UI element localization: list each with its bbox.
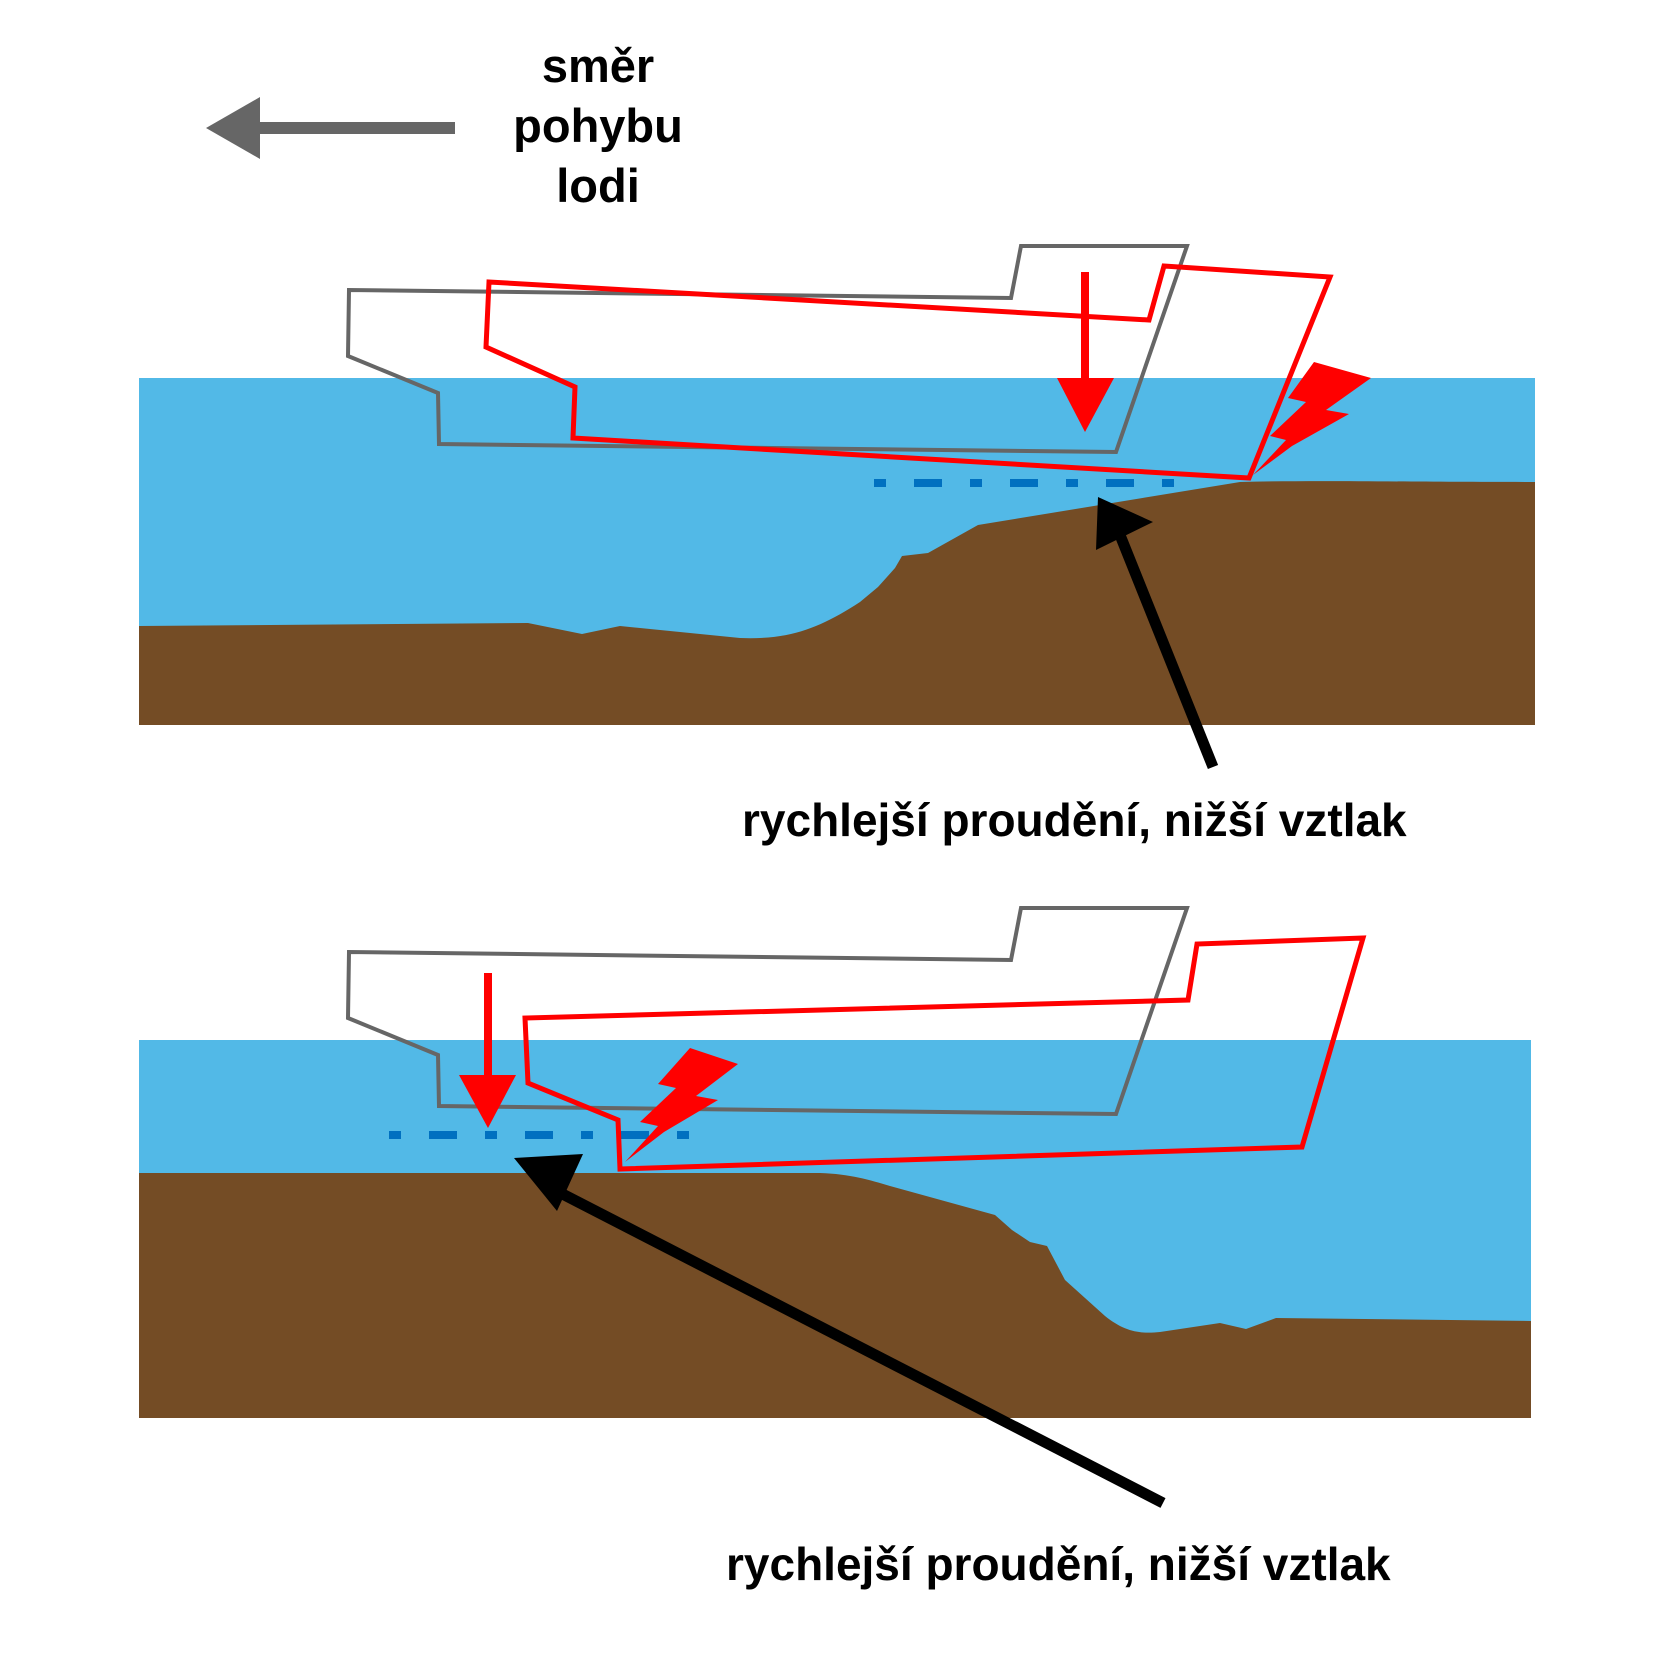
- hull-squatted-outline: [483, 263, 1334, 481]
- annotation-arrow: [1096, 497, 1219, 770]
- hull-original-outline: [345, 906, 1190, 1117]
- lightning-bolt-icon: [1253, 362, 1371, 475]
- direction-arrow-icon: [206, 97, 455, 159]
- panel-1-caption: rychlejší proudění, nižší vztlak: [742, 794, 1407, 846]
- hull-original-outline: [345, 244, 1190, 455]
- seabed: [139, 481, 1535, 725]
- seabed: [139, 1173, 1531, 1418]
- direction-label-line-1: směr: [541, 39, 655, 92]
- panel-bow-squat: [139, 244, 1535, 770]
- annotation-arrow: [514, 1154, 1166, 1508]
- lightning-bolt-icon: [625, 1048, 738, 1162]
- arrow-down-icon: [1057, 272, 1114, 432]
- panel-stern-squat: [139, 906, 1531, 1508]
- panel-2-caption: rychlejší proudění, nižší vztlak: [726, 1538, 1391, 1590]
- hull-squatted-outline: [522, 935, 1367, 1172]
- direction-label-line-3: lodi: [556, 159, 640, 212]
- direction-label: směr pohybu lodi: [478, 36, 718, 216]
- direction-label-line-2: pohybu: [513, 99, 683, 152]
- arrow-down-icon: [459, 973, 516, 1128]
